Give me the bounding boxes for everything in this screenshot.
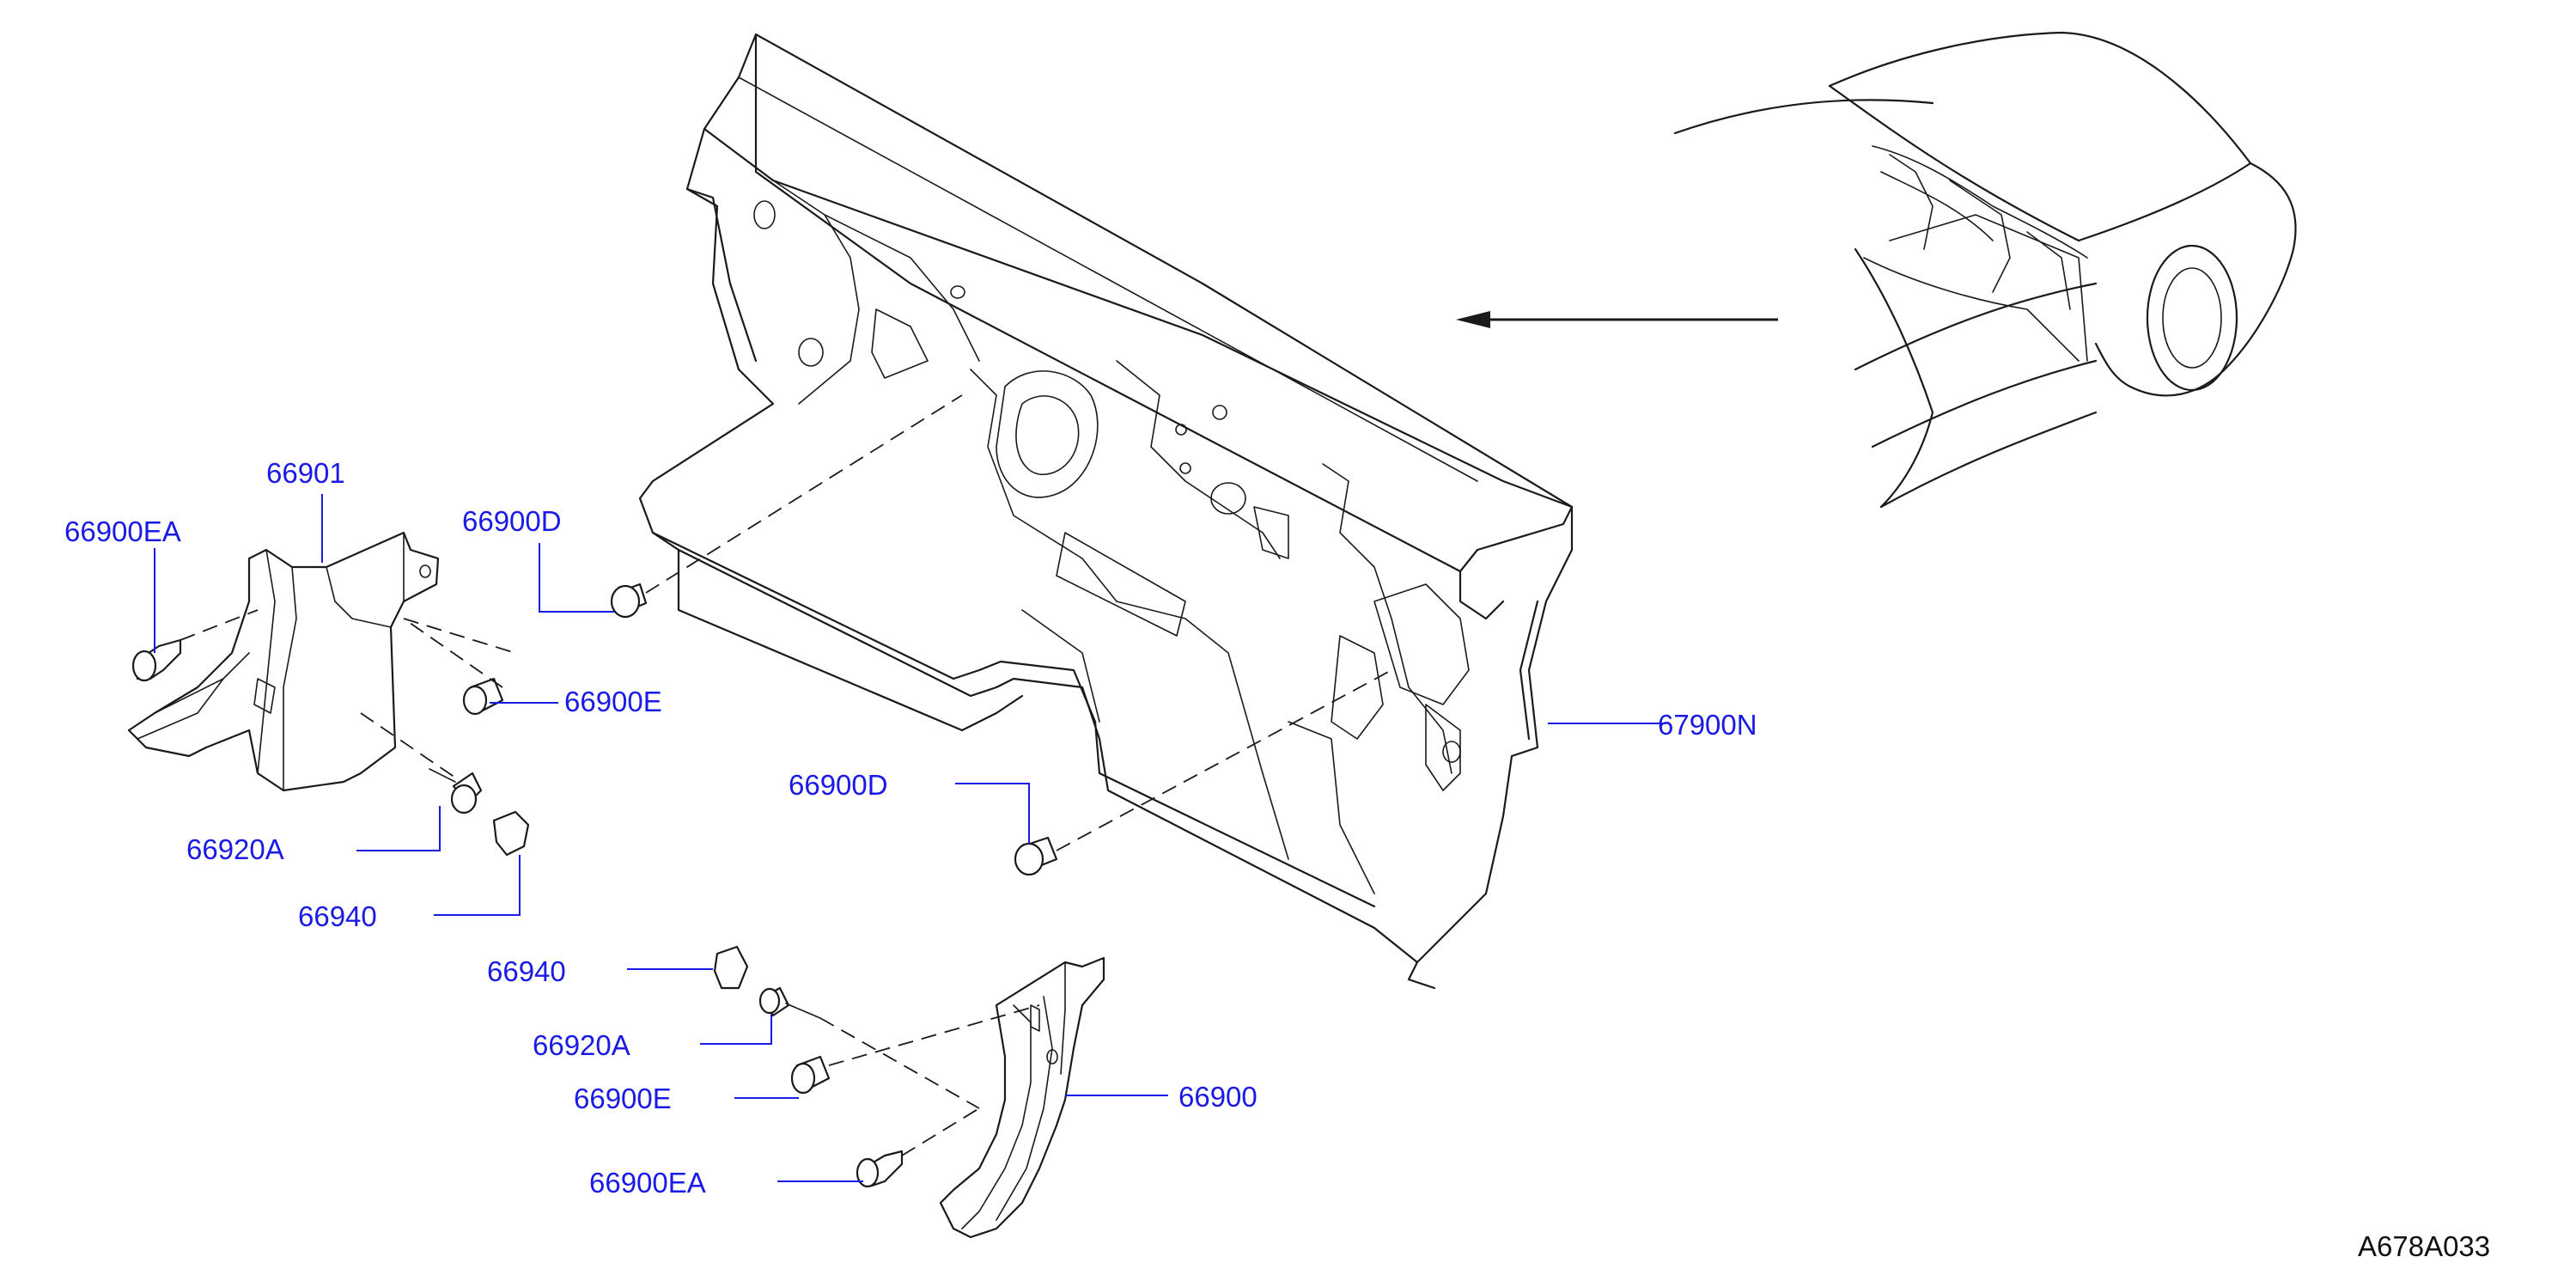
nut-66940-left-drawing bbox=[492, 810, 530, 857]
label-66900d-upper: 66900D bbox=[462, 505, 562, 537]
label-66900d-lower: 66900D bbox=[789, 769, 888, 801]
label-66900ea-right: 66900EA bbox=[589, 1167, 706, 1199]
direction-arrow bbox=[1456, 311, 1778, 328]
label-66940-right: 66940 bbox=[487, 955, 566, 987]
screw-66920a-left-drawing bbox=[429, 768, 483, 814]
screw-66920a-right-drawing bbox=[758, 986, 821, 1019]
assembly-lines bbox=[180, 394, 1392, 1156]
clip-66900ea-right-drawing bbox=[856, 1150, 904, 1188]
label-66920a-left: 66920A bbox=[186, 833, 284, 865]
nut-66940-right-drawing bbox=[713, 945, 749, 990]
clip-66900d-upper-drawing bbox=[610, 583, 648, 619]
label-66900e-left: 66900E bbox=[564, 686, 662, 717]
leader-lines bbox=[154, 494, 1666, 1182]
label-66900e-right: 66900E bbox=[574, 1083, 672, 1114]
label-66901: 66901 bbox=[266, 457, 345, 489]
finisher-66901-drawing bbox=[127, 531, 440, 792]
label-67900n: 67900N bbox=[1658, 709, 1757, 741]
label-66900: 66900 bbox=[1178, 1081, 1258, 1113]
label-66920a-right: 66920A bbox=[533, 1029, 630, 1061]
diagram-code: A678A033 bbox=[2358, 1230, 2490, 1262]
vehicle-locator-drawing bbox=[1673, 31, 2297, 509]
clip-66900e-right-drawing bbox=[790, 1055, 831, 1095]
label-66900ea-left: 66900EA bbox=[64, 515, 181, 547]
dash-insulator-drawing bbox=[638, 33, 1574, 990]
clip-66900d-lower-drawing bbox=[1014, 836, 1058, 876]
clip-66900ea-left-drawing bbox=[131, 638, 182, 682]
finisher-66900-drawing bbox=[939, 956, 1105, 1239]
label-66940-left: 66940 bbox=[298, 900, 377, 932]
